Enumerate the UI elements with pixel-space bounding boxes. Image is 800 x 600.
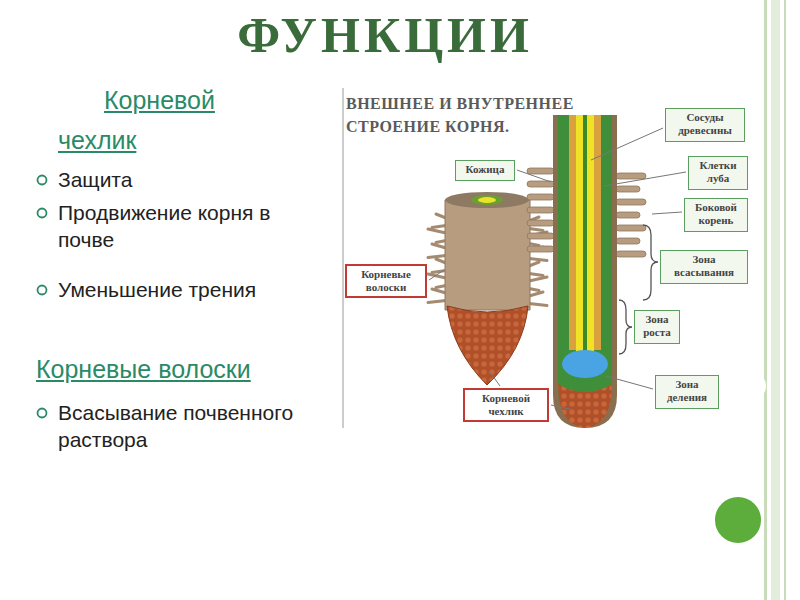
box-label: Зона всасывания (664, 253, 744, 278)
lateral-root (527, 207, 554, 213)
label-box: Боковой корень (684, 198, 748, 232)
bullet-text: Уменьшение трения (58, 276, 328, 303)
label-box: Зона деления (655, 375, 719, 409)
lateral-root (616, 225, 646, 231)
box-label: Кожица (459, 163, 511, 176)
section-heading: Корневой чехлик (58, 80, 288, 160)
box-label: Зона деления (659, 378, 715, 403)
label-box: Клетки луба (688, 156, 748, 190)
section-heading: Корневые волоски (36, 349, 341, 389)
root-hair (529, 304, 547, 306)
lateral-root (616, 186, 640, 192)
slide-title: ФУНКЦИИ (0, 6, 770, 64)
lateral-root (527, 233, 554, 239)
box-label: Корневые волоски (350, 268, 422, 293)
root-hair (529, 277, 547, 281)
lateral-root (527, 168, 554, 174)
box-label: Зона роста (638, 313, 676, 338)
bullet-text: Всасывание почвенного раствора (58, 399, 298, 454)
label-box: Зона всасывания (660, 250, 748, 284)
label-box: Корневой чехлик (463, 388, 549, 422)
label-box: Кожица (455, 160, 515, 181)
root-hair (529, 292, 543, 296)
lateral-root (616, 212, 640, 218)
label-box: Зона роста (634, 310, 680, 344)
box-label: Сосуды древесины (669, 111, 741, 136)
root-hair (432, 271, 446, 273)
lateral-root (616, 251, 646, 257)
box-label: Клетки луба (692, 159, 744, 184)
lateral-root (527, 220, 554, 226)
label-box: Сосуды древесины (665, 108, 745, 142)
root-hair (529, 274, 543, 276)
root-hair (529, 229, 543, 231)
lateral-root (616, 173, 646, 179)
root-hair (428, 256, 446, 258)
root-hair (432, 289, 446, 293)
lateral-root (527, 246, 554, 252)
label-box: Корневые волоски (345, 264, 427, 298)
figure-title: ВНЕШНЕЕ И ВНУТРЕННЕЕ СТРОЕНИЕ КОРНЯ. (346, 92, 608, 138)
lateral-root (616, 199, 646, 205)
box-label: Корневой чехлик (468, 392, 544, 417)
root-hair (529, 259, 547, 261)
root-hair (428, 301, 446, 303)
lateral-root (616, 238, 640, 244)
lateral-root (527, 194, 554, 200)
root-hair (432, 226, 446, 228)
box-label: Боковой корень (688, 201, 744, 226)
bullet-text: Продвижение корня в почве (58, 199, 328, 254)
bullet-text: Защита (58, 166, 328, 193)
root-hair (428, 229, 446, 233)
root-hair (432, 244, 446, 248)
